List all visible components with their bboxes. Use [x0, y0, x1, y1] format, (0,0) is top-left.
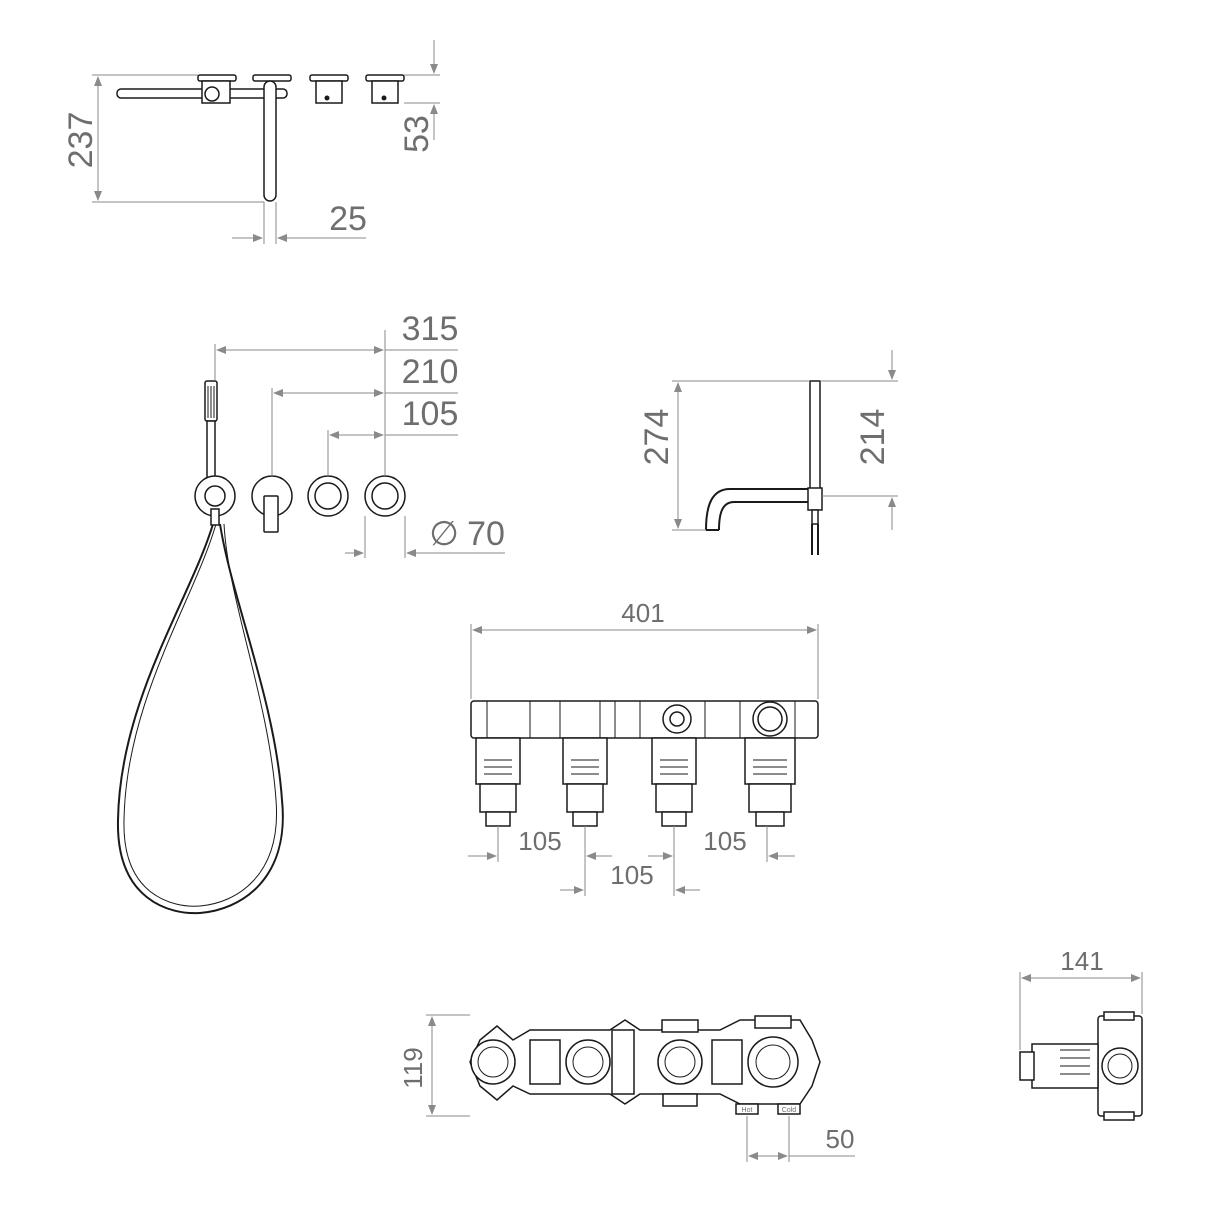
dim-depth-141: 141: [1060, 946, 1103, 976]
valve-cartridge: [562, 737, 608, 827]
dim-front-105: 105: [402, 395, 459, 433]
dim-side-274: 274: [638, 409, 676, 466]
side-view: 274 214: [638, 350, 898, 555]
valve-cartridge: [475, 737, 521, 827]
dim-top-knob-height: 53: [398, 115, 436, 153]
dim-valve-pitch-right: 105: [703, 826, 746, 856]
dim-front-315: 315: [402, 310, 459, 348]
dim-front-diameter-symbol: ∅: [429, 515, 459, 553]
valve-cartridge: [651, 737, 697, 827]
top-view: 237 53 25: [62, 40, 440, 244]
dim-valve-width: 401: [621, 598, 664, 628]
label-hot: Hot: [742, 1107, 753, 1114]
valve-front-view: 401 105 105 105: [468, 598, 819, 896]
dim-top-height: 237: [62, 112, 100, 169]
dim-plan-height: 119: [398, 1047, 428, 1088]
valve-side-view: 141: [1019, 946, 1143, 1121]
dim-plan-inlet: 50: [826, 1124, 855, 1154]
valve-cartridge: [744, 737, 796, 827]
valve-plan-view: Hot Cold 119 50: [398, 1014, 855, 1162]
label-cold: Cold: [782, 1107, 797, 1114]
dim-front-diameter: 70: [467, 515, 505, 553]
dim-top-spout-width: 25: [329, 200, 367, 238]
dim-valve-pitch-left: 105: [518, 826, 561, 856]
dim-side-214: 214: [854, 409, 892, 466]
front-view: 315 210 105 ∅ 70: [116, 310, 505, 915]
dim-front-210: 210: [402, 353, 459, 391]
dim-valve-pitch-mid: 105: [610, 860, 653, 890]
